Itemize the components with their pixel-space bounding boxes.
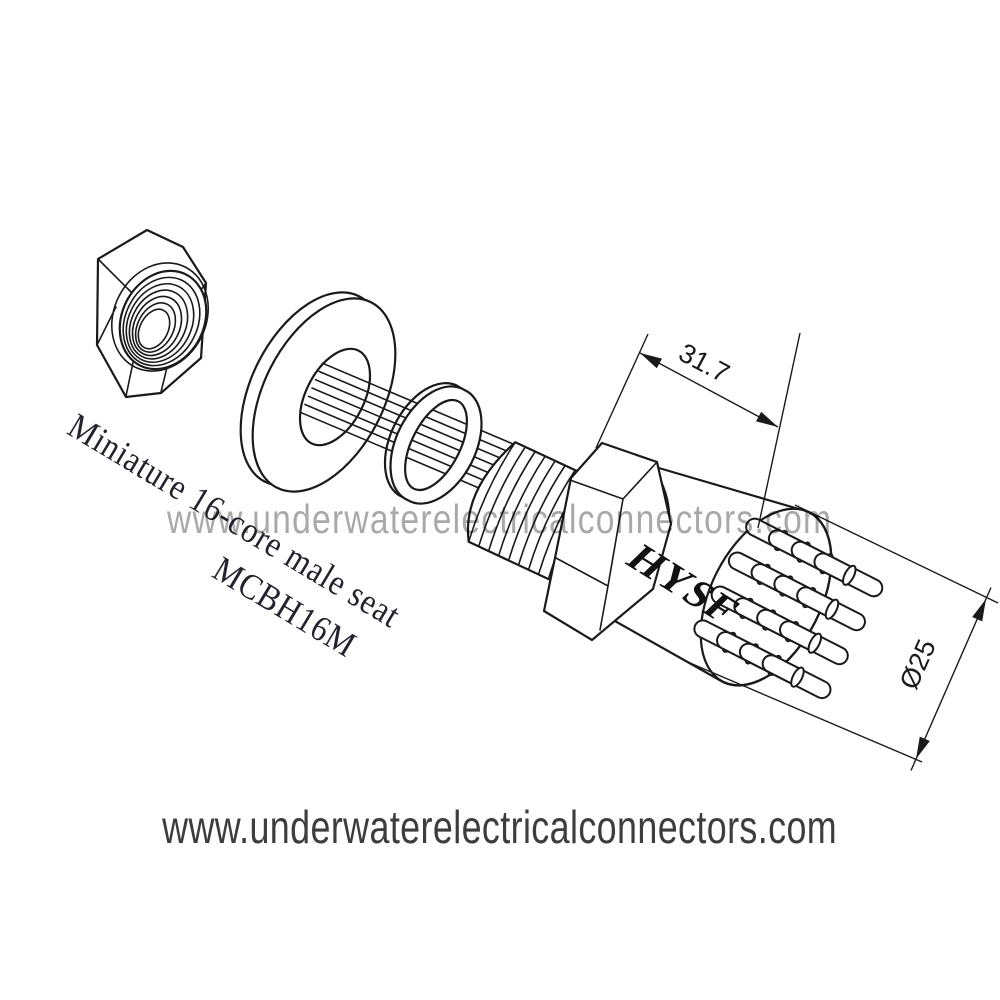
pin [813,552,884,598]
arrowhead [972,599,986,622]
extension-line [757,332,801,529]
pin [796,586,866,632]
o-ring [383,382,483,505]
dimension-diameter-value: Ø25 [894,635,942,694]
arrowhead [756,411,778,427]
arrowhead [640,353,662,369]
hex-nut-thread-3 [128,289,189,360]
pin-grid [693,517,884,700]
extension-line [595,333,649,449]
dimension-length-value: 31.7 [674,337,734,388]
hex-nut-thread-2 [125,282,195,364]
hex-collar-silhouette [542,441,673,642]
watermark-middle-text: www.underwaterelectricalconnectors.com [167,496,833,542]
dimension-line [639,352,779,428]
extension-line [689,662,923,763]
hex-nut-thread-4 [131,295,183,357]
hex-nut-thread-6 [137,308,171,350]
hex-collar-facet-edges [555,461,658,631]
pin [778,620,849,666]
website-url: www.underwaterelectricalconnectors.com [0,800,1000,854]
extension-line [794,504,999,604]
hex-nut-thread-1 [122,276,201,367]
website-url-text: www.underwaterelectricalconnectors.com [162,801,838,853]
o-ring-body [389,385,483,505]
hex-nut-thread-5 [134,302,177,353]
hex-nut [95,228,210,399]
watermark-middle: www.underwaterelectricalconnectors.com [0,496,1000,543]
arrowhead [916,736,930,759]
pin [761,654,832,700]
hex-collar [542,441,673,642]
